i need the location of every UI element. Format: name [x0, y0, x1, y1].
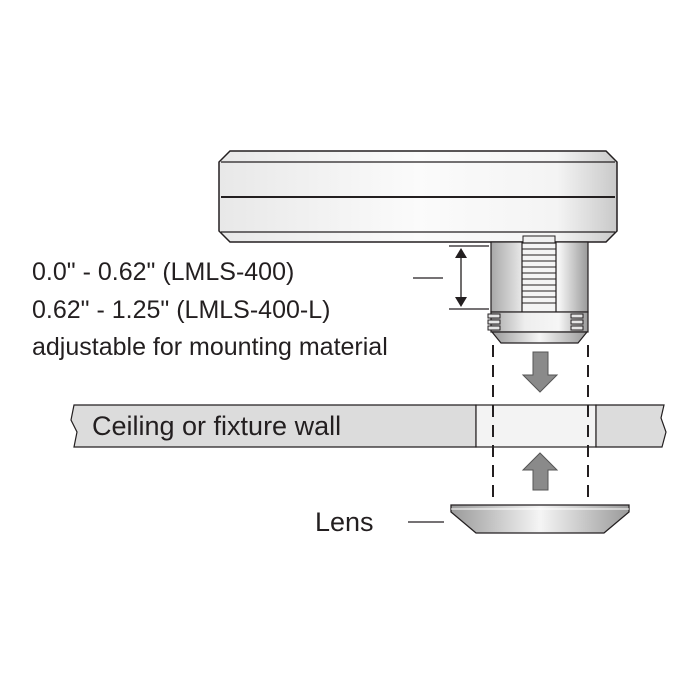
sensor-body — [218, 150, 618, 243]
arrow-down-icon — [521, 351, 559, 393]
lens-label: Lens — [315, 507, 374, 537]
adjustable-note: adjustable for mounting material — [32, 333, 388, 361]
wall-label: Ceiling or fixture wall — [92, 411, 342, 441]
alignment-guides — [492, 345, 589, 505]
range-label-lmls-400: 0.0" - 0.62" (LMLS-400) — [32, 258, 295, 286]
ceiling-wall — [70, 404, 667, 448]
threaded-stem — [487, 235, 589, 344]
arrow-up-icon — [521, 452, 559, 491]
lens — [408, 504, 630, 534]
range-label-lmls-400-l: 0.62" - 1.25" (LMLS-400-L) — [32, 296, 331, 324]
dimension-indicator — [413, 245, 489, 310]
